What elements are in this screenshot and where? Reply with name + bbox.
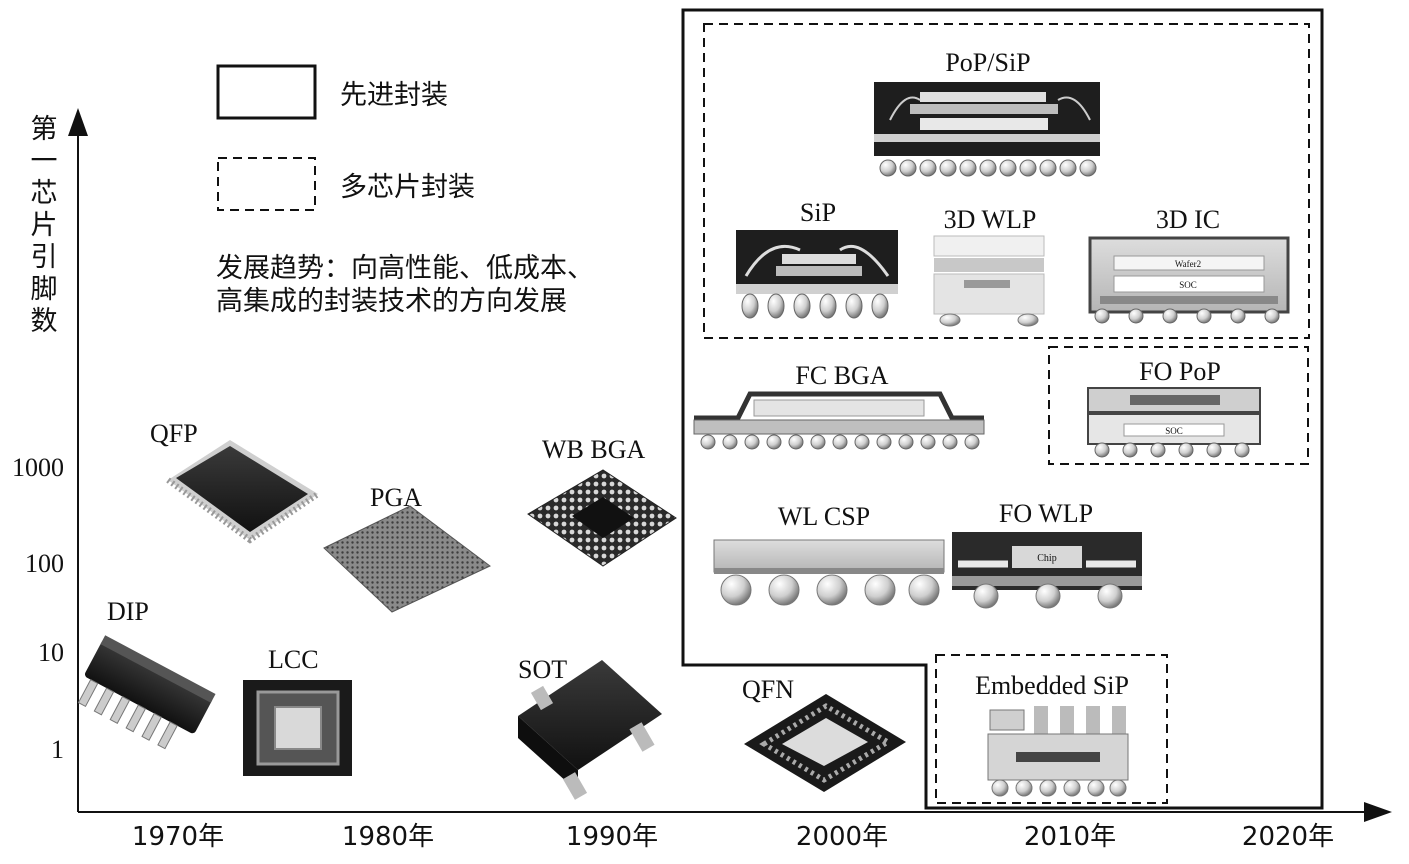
- y-label-char: 脚: [31, 274, 58, 305]
- qfp-label: QFP: [150, 419, 198, 448]
- wl-csp-label: WL CSP: [778, 502, 870, 531]
- 3d-ic-soc-marking: SOC: [1179, 280, 1197, 290]
- x-axis-ticks: 1970年 1980年 1990年 2000年 2010年 2020年: [132, 822, 1334, 852]
- y-label-char: 第: [31, 114, 58, 145]
- trend-text-line2: 高集成的封装技术的方向发展: [216, 286, 567, 317]
- lcc-label: LCC: [268, 645, 319, 674]
- y-label-char: 引: [31, 242, 58, 273]
- dip-label: DIP: [107, 597, 149, 626]
- sot-package: SOT: [518, 655, 662, 800]
- y-tick-label: 1000: [12, 453, 64, 482]
- multichip-box-fo-pop: [1048, 346, 1309, 465]
- 3d-wlp-package: 3D WLP: [933, 205, 1045, 327]
- legend-multichip-label: 多芯片封装: [340, 172, 475, 203]
- y-tick-label: 10: [38, 638, 64, 667]
- x-tick-label: 1970年: [132, 822, 224, 852]
- 3d-ic-package: 3D IC Wafer2 SOC: [1088, 205, 1290, 324]
- fo-wlp-label: FO WLP: [999, 499, 1093, 528]
- y-label-char: 一: [31, 146, 58, 177]
- embedded-sip-package: Embedded SiP: [975, 671, 1129, 797]
- fc-bga-label: FC BGA: [795, 361, 888, 390]
- axes: [68, 108, 1392, 822]
- multichip-box-embedded: [935, 654, 1168, 804]
- y-axis-ticks: 1000 100 10 1: [12, 453, 64, 764]
- multichip-box-top: [703, 23, 1310, 339]
- wb-bga-package: WB BGA: [527, 435, 677, 567]
- 3d-ic-label: 3D IC: [1156, 205, 1220, 234]
- wb-bga-label: WB BGA: [542, 435, 646, 464]
- fo-pop-package: FO PoP SOC: [1087, 357, 1261, 458]
- pga-package: PGA: [323, 483, 491, 613]
- x-tick-label: 2020年: [1242, 822, 1334, 852]
- qfp-package: QFP: [150, 419, 320, 544]
- x-tick-label: 1990年: [566, 822, 658, 852]
- dip-package: DIP: [77, 597, 216, 750]
- legend-advanced-label: 先进封装: [340, 80, 448, 111]
- wl-csp-package: WL CSP: [713, 502, 945, 606]
- legend-dashed-box: [217, 157, 316, 211]
- legend-solid-box: [216, 64, 317, 120]
- embedded-sip-label: Embedded SiP: [975, 671, 1129, 700]
- fo-pop-label: FO PoP: [1139, 357, 1221, 386]
- sip-label: SiP: [800, 198, 836, 227]
- fo-wlp-package: FO WLP Chip: [952, 499, 1142, 609]
- pop-sip-label: PoP/SiP: [945, 48, 1030, 77]
- fo-wlp-chip-marking: Chip: [1037, 553, 1056, 564]
- fc-bga-package: FC BGA: [693, 361, 985, 450]
- qfn-label: QFN: [742, 675, 794, 704]
- y-tick-label: 1: [51, 735, 64, 764]
- legend: 先进封装 多芯片封装 发展趋势：向高性能、低成本、 高集成的封装技术的方向发展: [216, 64, 594, 317]
- pop-sip-package: PoP/SiP: [874, 48, 1100, 177]
- x-tick-label: 2010年: [1024, 822, 1116, 852]
- sot-label: SOT: [518, 655, 567, 684]
- 3d-ic-top-die-marking: Wafer2: [1175, 259, 1201, 269]
- pga-label: PGA: [370, 483, 422, 512]
- y-label-char: 芯: [31, 178, 58, 209]
- qfn-package: QFN: [742, 675, 906, 792]
- advanced-packaging-region: [681, 8, 1324, 810]
- fo-pop-soc-marking: SOC: [1165, 426, 1183, 436]
- trend-text-line1: 发展趋势：向高性能、低成本、: [216, 253, 594, 284]
- sip-package: SiP: [736, 198, 898, 319]
- y-axis-label: 第 一 芯 片 引 脚 数: [31, 114, 58, 337]
- y-label-char: 片: [31, 210, 58, 241]
- x-tick-label: 2000年: [796, 822, 888, 852]
- lcc-package: LCC: [243, 645, 352, 776]
- y-tick-label: 100: [25, 549, 64, 578]
- x-tick-label: 1980年: [342, 822, 434, 852]
- 3d-wlp-label: 3D WLP: [944, 205, 1037, 234]
- y-label-char: 数: [31, 306, 58, 337]
